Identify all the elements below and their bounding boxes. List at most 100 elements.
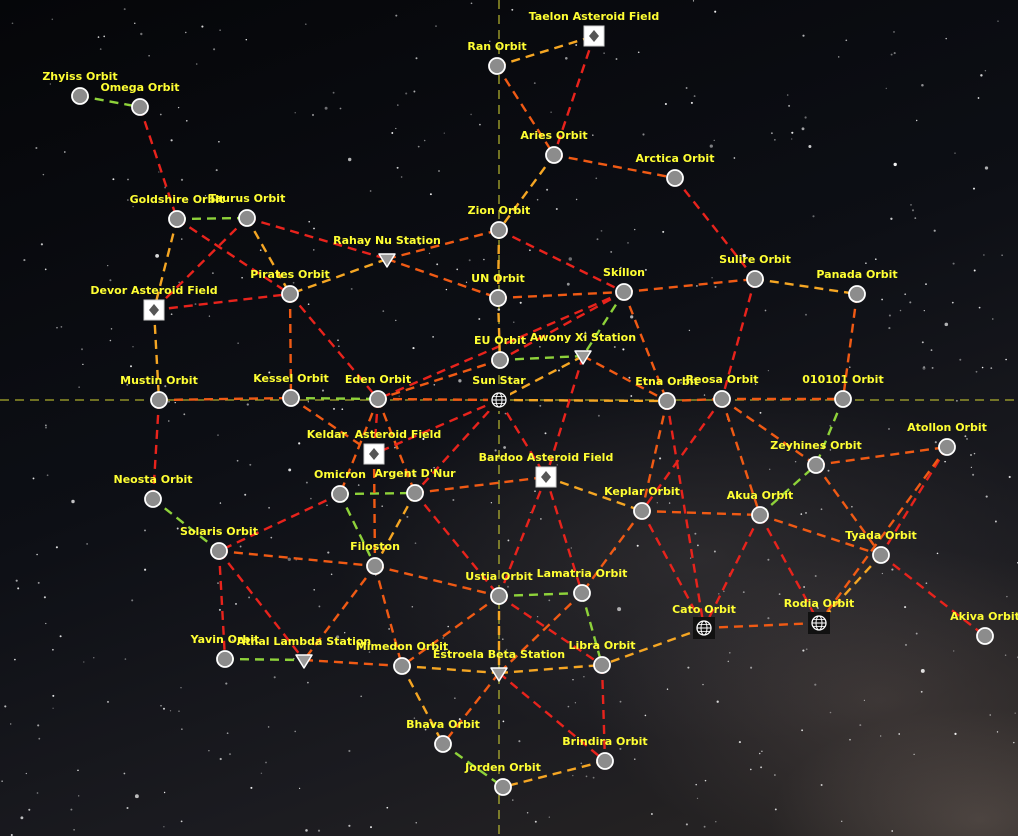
system-node-filoston[interactable]: [366, 557, 384, 575]
hyperlane-mustin-neosta[interactable]: [151, 399, 161, 500]
hyperlane-kessel-keldar[interactable]: [290, 397, 375, 455]
hyperlane-solaris-athal[interactable]: [218, 550, 305, 661]
system-node-arctica[interactable]: [666, 169, 684, 187]
system-node-athal[interactable]: [295, 654, 313, 669]
hyperlane-akua-cato[interactable]: [702, 514, 762, 629]
system-node-mimedon[interactable]: [393, 657, 411, 675]
hyperlane-tyada-akiva[interactable]: [880, 554, 986, 637]
system-node-kessel[interactable]: [282, 389, 300, 407]
hyperlane-un-skillon[interactable]: [497, 290, 625, 300]
system-node-cato[interactable]: [693, 617, 715, 639]
hyperlane-argent-ustia[interactable]: [414, 492, 500, 597]
hyperlane-keplar-lamatria[interactable]: [581, 510, 643, 594]
system-node-akua[interactable]: [751, 506, 769, 524]
hyperlane-bardoo-lamatria[interactable]: [544, 476, 584, 594]
system-node-etna[interactable]: [658, 392, 676, 410]
hyperlane-un-eu[interactable]: [496, 297, 502, 361]
hyperlane-skillon-eu[interactable]: [499, 290, 625, 362]
hyperlane-bardoo-ustia[interactable]: [497, 476, 548, 597]
hyperlane-eden-sun[interactable]: [377, 397, 500, 402]
hyperlane-omicron-argent[interactable]: [339, 491, 416, 496]
system-node-omega[interactable]: [131, 98, 149, 116]
system-node-un[interactable]: [489, 289, 507, 307]
hyperlane-devor-mustin[interactable]: [152, 309, 161, 401]
hyperlane-ran-taelon[interactable]: [496, 34, 595, 68]
system-node-eden[interactable]: [369, 390, 387, 408]
hyperlane-cato-libra[interactable]: [601, 626, 705, 667]
hyperlane-o010101-zeyhines[interactable]: [814, 398, 845, 466]
hyperlane-keldar-filoston[interactable]: [372, 453, 377, 567]
system-node-mustin[interactable]: [150, 391, 168, 409]
hyperlane-eden-omicron[interactable]: [338, 398, 380, 495]
system-node-zhyiss[interactable]: [71, 87, 89, 105]
hyperlane-libra-brindira[interactable]: [600, 664, 607, 762]
hyperlane-ustia-mimedon[interactable]: [401, 595, 500, 667]
hyperlane-sun-etna[interactable]: [498, 398, 668, 403]
hyperlane-awony-sun[interactable]: [498, 354, 584, 402]
system-node-yavin[interactable]: [216, 650, 234, 668]
system-node-neosta[interactable]: [144, 490, 162, 508]
system-node-ustia[interactable]: [490, 587, 508, 605]
hyperlane-zhyiss-omega[interactable]: [79, 94, 141, 109]
hyperlane-goldshire-taurus[interactable]: [176, 216, 248, 221]
system-node-sulire[interactable]: [746, 270, 764, 288]
hyperlane-estroela-brindira[interactable]: [498, 672, 606, 762]
system-node-skillon[interactable]: [615, 283, 633, 301]
system-node-brindira[interactable]: [596, 752, 614, 770]
hyperlane-sulire-reosa[interactable]: [720, 278, 757, 400]
hyperlane-lamatria-estroela[interactable]: [498, 592, 583, 674]
system-node-omicron[interactable]: [331, 485, 349, 503]
hyperlane-taurus-devor[interactable]: [153, 217, 248, 311]
hyperlane-ustia-libra[interactable]: [498, 595, 603, 666]
hyperlane-eden-argent[interactable]: [376, 398, 417, 494]
system-node-jorden[interactable]: [494, 778, 512, 796]
hyperlane-eu-eden[interactable]: [377, 358, 501, 401]
hyperlane-lamatria-libra[interactable]: [580, 592, 604, 666]
system-node-tyada[interactable]: [872, 546, 890, 564]
hyperlane-pirates-kessel[interactable]: [288, 293, 293, 399]
hyperlane-estroela-libra[interactable]: [498, 663, 603, 675]
system-node-keplar[interactable]: [633, 502, 651, 520]
hyperlane-reosa-akua[interactable]: [720, 398, 762, 516]
hyperlane-sun-bardoo[interactable]: [497, 399, 548, 478]
system-node-libra[interactable]: [593, 656, 611, 674]
system-node-bardoo[interactable]: [535, 466, 557, 488]
hyperlane-taurus-rahay[interactable]: [246, 216, 388, 261]
hyperlane-mimedon-bhava[interactable]: [400, 665, 445, 745]
hyperlane-ustia-lamatria[interactable]: [498, 591, 583, 598]
system-node-taelon[interactable]: [583, 25, 605, 47]
system-node-aries[interactable]: [545, 146, 563, 164]
system-node-sun[interactable]: [488, 389, 510, 411]
hyperlane-omicron-solaris[interactable]: [218, 492, 341, 553]
hyperlane-etna-reosa[interactable]: [666, 397, 723, 403]
hyperlane-skillon-etna[interactable]: [622, 291, 669, 402]
hyperlane-zion-un[interactable]: [496, 229, 501, 299]
hyperlane-filoston-mimedon[interactable]: [373, 565, 404, 667]
hyperlane-akua-tyada[interactable]: [759, 513, 882, 557]
hyperlane-athal-mimedon[interactable]: [303, 658, 403, 668]
system-node-devor[interactable]: [143, 299, 165, 321]
hyperlane-akua-rodia[interactable]: [758, 514, 821, 624]
hyperlane-eu-awony[interactable]: [499, 354, 584, 362]
hyperlane-aries-arctica[interactable]: [553, 153, 676, 180]
hyperlane-cato-rodia[interactable]: [703, 621, 820, 630]
system-node-ran[interactable]: [488, 57, 506, 75]
system-node-argent[interactable]: [406, 484, 424, 502]
hyperlane-etna-keplar[interactable]: [640, 400, 669, 512]
hyperlane-pirates-eden[interactable]: [289, 293, 379, 400]
hyperlane-rahay-zion[interactable]: [386, 228, 500, 261]
hyperlane-omega-goldshire[interactable]: [138, 106, 179, 220]
hyperlane-zion-skillon[interactable]: [498, 228, 625, 294]
hyperlane-goldshire-devor[interactable]: [152, 218, 179, 311]
system-node-keldar[interactable]: [363, 443, 385, 465]
hyperlane-yavin-athal[interactable]: [224, 657, 305, 662]
system-node-estroela[interactable]: [490, 667, 508, 682]
hyperlane-devor-pirates[interactable]: [153, 292, 291, 312]
system-node-panada[interactable]: [848, 285, 866, 303]
system-node-rahay[interactable]: [378, 253, 396, 268]
hyperlane-solaris-filoston[interactable]: [218, 549, 376, 568]
system-node-reosa[interactable]: [713, 390, 731, 408]
hyperlane-panada-o010101[interactable]: [841, 293, 859, 400]
hyperlane-atollon-tyada[interactable]: [879, 446, 949, 556]
